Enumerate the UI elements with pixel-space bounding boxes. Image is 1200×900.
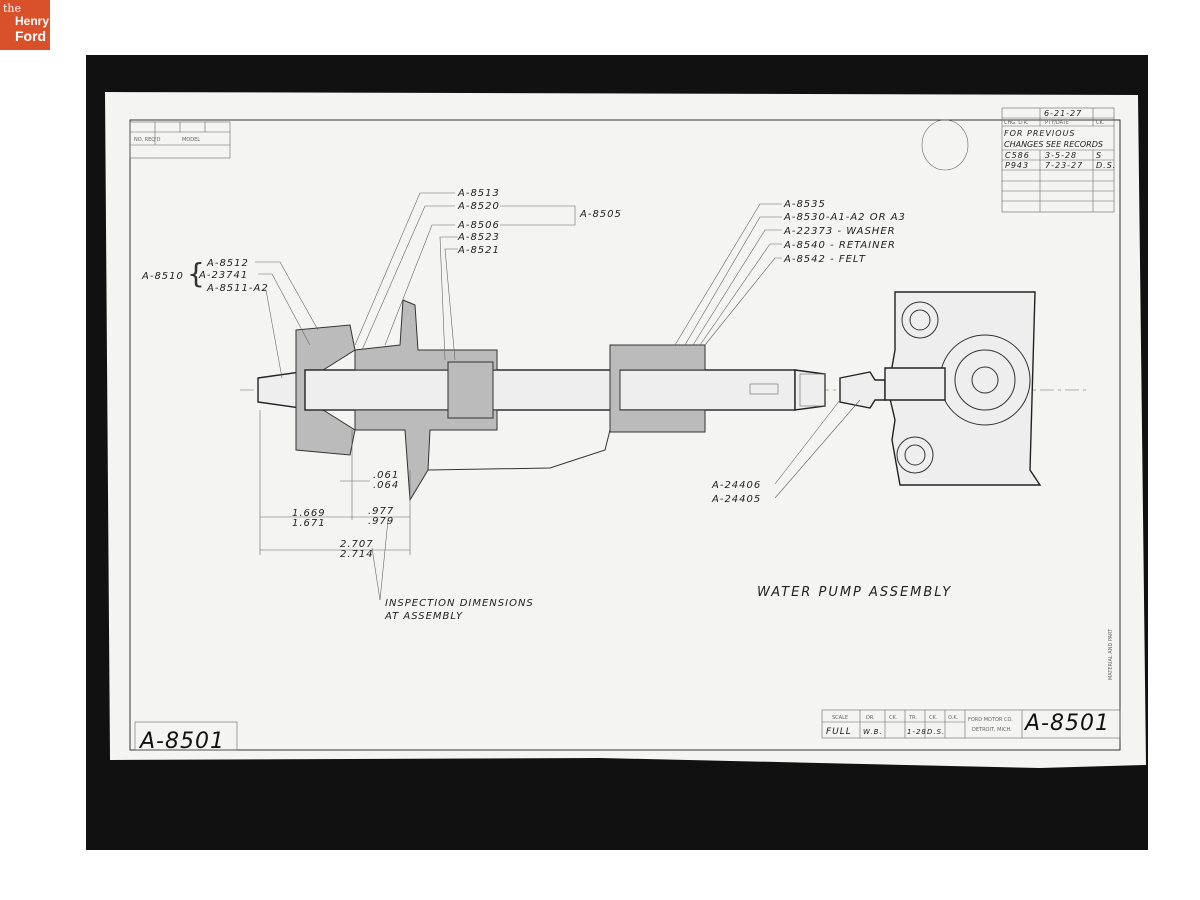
leader-lines	[255, 192, 861, 601]
callout-label: A-8540 - RETAINER	[783, 240, 896, 251]
drawing-number-box	[134, 721, 238, 751]
dimension-value: .064	[373, 480, 399, 491]
drawing-number: A-8501	[1023, 711, 1110, 736]
callout-label: A-8513	[457, 188, 500, 199]
inspection-note: INSPECTION DIMENSIONS	[385, 598, 534, 609]
brace-icon: {	[187, 257, 205, 290]
callout-label: A-8521	[457, 245, 500, 256]
title-block-header: SCALE	[832, 715, 848, 721]
dimension-value: .061	[373, 470, 399, 481]
title-block-header: CK.	[889, 715, 898, 721]
callout-label: A-24406	[711, 480, 761, 491]
revision-date: 6-21-27	[1044, 109, 1082, 118]
stamp-mark	[921, 119, 969, 171]
dimension-value: 1.669	[292, 508, 326, 519]
dimension-value: .977	[368, 506, 394, 517]
callout-label: A-8506	[457, 220, 500, 231]
dimension-values: .061 .064 1.669 1.671 .977 .979 2.707 2.…	[292, 470, 534, 622]
revision-note: FOR PREVIOUS	[1004, 129, 1076, 138]
dimension-value: 1.671	[292, 518, 326, 529]
callout-label: A-23741	[198, 270, 248, 281]
side-note: MATERIAL AND PART	[1108, 628, 1114, 680]
callout-label: A-8535	[783, 199, 826, 210]
revision-cell: C586	[1005, 151, 1030, 160]
title-block: SCALE DR. CK. TR. CK. O.K. FULL W.B. 1-2…	[821, 709, 1121, 739]
dimension-value: 2.707	[340, 539, 374, 550]
callout-label: A-8523	[457, 232, 500, 243]
callout-label: A-8510	[141, 271, 184, 282]
callout-label: A-8505	[579, 209, 622, 220]
title-block-header: CK.	[929, 715, 938, 721]
revision-cell: D.S.	[1096, 161, 1116, 170]
header-label: CK.	[1096, 120, 1105, 126]
callout-label: A-8511-A2	[206, 283, 269, 294]
henry-ford-logo: the Henry Ford	[0, 0, 50, 50]
header-label: NO. REQ'D	[134, 137, 161, 143]
dimension-lines	[259, 410, 411, 555]
drawing-title: WATER PUMP ASSEMBLY	[757, 585, 952, 600]
dimension-value: 2.714	[340, 549, 374, 560]
company-name: FORD MOTOR CO.	[968, 717, 1013, 723]
title-block-header: DR.	[866, 715, 875, 721]
company-location: DETROIT, MICH.	[972, 727, 1012, 733]
logo-text: the	[3, 2, 22, 15]
title-block-value: 1-28	[907, 728, 927, 736]
drawing-number: A-8501	[138, 729, 225, 754]
title-block-value: W.B.	[863, 728, 883, 736]
callout-label: A-24405	[711, 494, 761, 505]
header-label: PTY/DATE	[1045, 120, 1069, 126]
callout-label: A-8512	[206, 258, 249, 269]
callout-label: A-22373 - WASHER	[783, 226, 896, 237]
logo-text: Henry	[15, 14, 50, 28]
logo-text: Ford	[15, 28, 47, 44]
revision-cell: S	[1096, 151, 1102, 160]
dimension-value: .979	[368, 516, 394, 527]
header-label: CHG. LTR.	[1004, 120, 1029, 126]
title-block-value: D.S.	[927, 728, 945, 736]
revision-box: 6-21-27 CHG. LTR. PTY/DATE CK. FOR PREVI…	[1001, 107, 1116, 213]
title-block-header: TR.	[908, 715, 917, 721]
model-header-box: NO. REQ'D MODEL	[129, 121, 231, 159]
revision-note: CHANGES SEE RECORDS	[1004, 140, 1103, 149]
inspection-note: AT ASSEMBLY	[384, 611, 463, 622]
title-block-value: FULL	[826, 727, 852, 737]
callout-label: A-8520	[457, 201, 500, 212]
title-block-header: O.K.	[948, 715, 959, 721]
revision-cell: 3-5-28	[1045, 151, 1077, 160]
revision-cell: P943	[1005, 161, 1029, 170]
callouts: A-8510 { A-8512 A-23741 A-8511-A2 A-8513…	[141, 188, 906, 505]
drawing-border	[129, 119, 1121, 751]
header-label: MODEL	[182, 137, 200, 143]
pump-drawing	[240, 291, 1090, 502]
callout-label: A-8530-A1-A2 OR A3	[783, 212, 906, 223]
callout-label: A-8542 - FELT	[783, 254, 866, 265]
revision-cell: 7-23-27	[1045, 161, 1083, 170]
